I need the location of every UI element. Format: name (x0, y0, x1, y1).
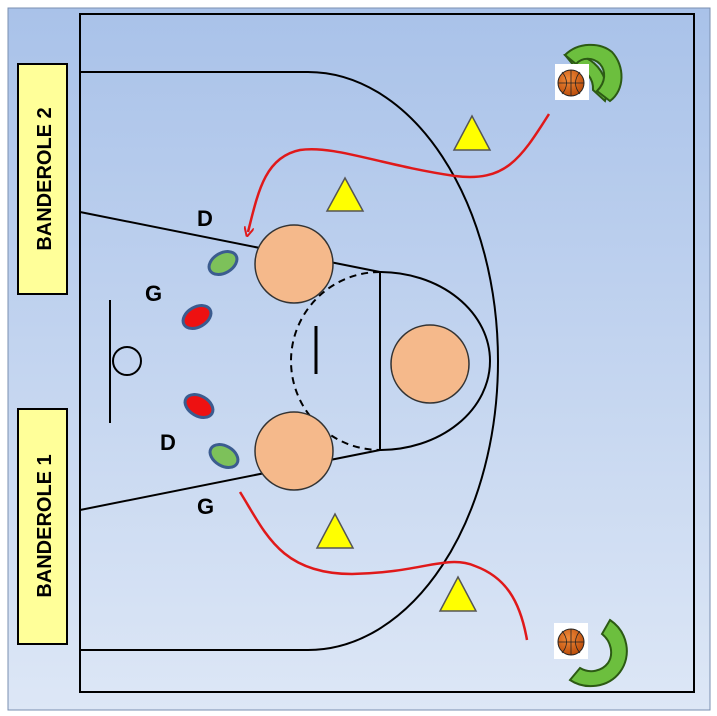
player-circle-top (254, 224, 334, 304)
dribble-path-bottom (238, 491, 529, 641)
banner-label: BANDEROLE 1 (34, 454, 56, 597)
marker-lower-g: G (197, 494, 214, 519)
green-arc-icon (563, 43, 623, 103)
cone-icon (325, 176, 365, 212)
banner-banderole-2: BANDEROLE 2 (17, 63, 68, 295)
cone-icon (315, 512, 355, 549)
banner-banderole-1: BANDEROLE 1 (17, 408, 68, 645)
green-chip-top (207, 250, 239, 276)
green-arc-icon (568, 618, 628, 688)
start-point-top (555, 43, 623, 103)
banner-label: BANDEROLE 2 (34, 107, 56, 250)
marker-lower-d: D (160, 430, 176, 455)
green-chip-bottom (208, 443, 240, 469)
start-point-bottom (554, 618, 628, 688)
three-point-line (80, 71, 499, 651)
background (8, 8, 710, 710)
dribble-path-top (248, 113, 551, 232)
court-boundary (79, 13, 695, 693)
cone-icon (438, 575, 478, 612)
player-circle-key (390, 324, 470, 404)
outer-frame (7, 7, 711, 711)
rim (112, 346, 142, 376)
marker-upper-d: D (197, 206, 213, 231)
player-circle-bottom (254, 411, 334, 491)
marker-upper-g: G (145, 281, 162, 306)
red-chip-top (181, 304, 213, 330)
red-chip-bottom (183, 393, 215, 419)
cone-icon (452, 114, 492, 151)
